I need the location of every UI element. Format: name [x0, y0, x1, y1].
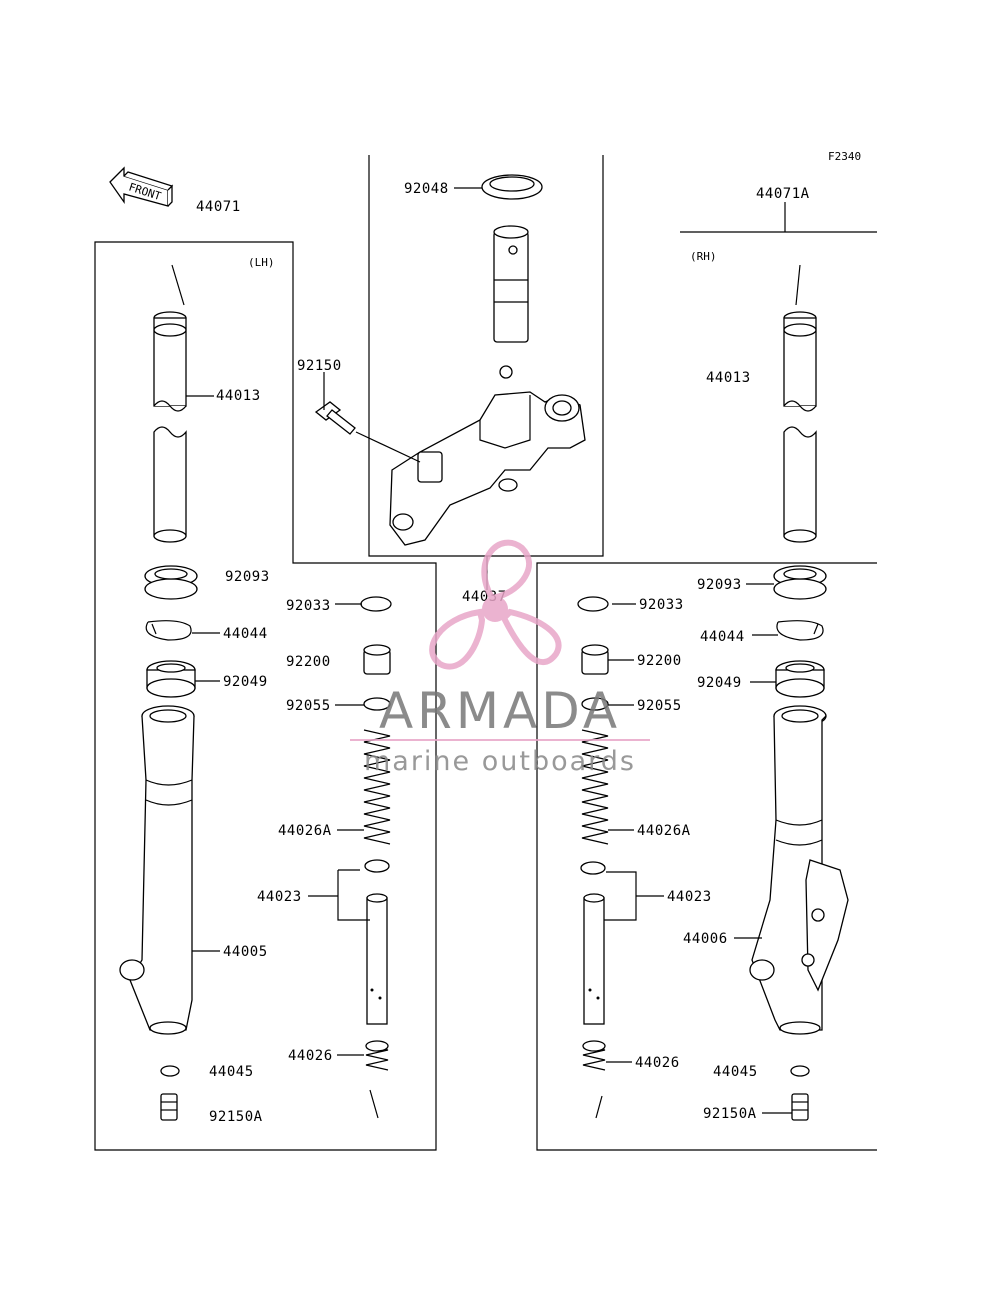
part-label-92150: 92150	[297, 358, 342, 374]
lh-part-label-44013: 44013	[216, 388, 261, 404]
watermark-tagline: marine outboards	[364, 746, 636, 777]
lh-part-label-92093: 92093	[225, 569, 270, 585]
steering-stem-assembly	[314, 174, 586, 546]
rh-part-label-44026: 44026	[635, 1055, 680, 1071]
lh-part-label-92055: 92055	[286, 698, 331, 714]
lh-part-label-44026: 44026	[288, 1048, 333, 1064]
lh-part-label-44045: 44045	[209, 1064, 254, 1080]
armada-watermark: ARMADA marine outboards	[350, 539, 650, 777]
rh-part-label-44013: 44013	[706, 370, 751, 386]
lh-side-label: (LH)	[248, 256, 275, 269]
part-label-44071: 44071	[196, 199, 241, 215]
rh-part-label-92150a: 92150A	[703, 1106, 757, 1122]
lh-part-label-44023: 44023	[257, 889, 302, 905]
rh-part-label-44023: 44023	[667, 889, 712, 905]
leader-lines	[186, 187, 792, 1114]
figure-code: F2340	[828, 150, 861, 163]
lh-part-label-44005: 44005	[223, 944, 268, 960]
rh-part-label-92049: 92049	[697, 675, 742, 691]
lh-part-label-92150a: 92150A	[209, 1109, 263, 1125]
front-arrow-icon: FRONT	[109, 166, 174, 207]
lh-part-label-44026a: 44026A	[278, 823, 332, 839]
lh-part-label-44044: 44044	[223, 626, 268, 642]
watermark-brand: ARMADA	[379, 682, 621, 740]
rh-part-label-44006: 44006	[683, 931, 728, 947]
rh-part-label-44026a: 44026A	[637, 823, 691, 839]
rh-part-label-44044: 44044	[700, 629, 745, 645]
rh-part-label-92055: 92055	[637, 698, 682, 714]
rh-part-label-92033: 92033	[639, 597, 684, 613]
lh-fork-assembly	[119, 264, 392, 1121]
rh-fork-box	[536, 562, 877, 1151]
lh-part-label-92033: 92033	[286, 598, 331, 614]
lh-part-label-92200: 92200	[286, 654, 331, 670]
rh-part-label-92200: 92200	[637, 653, 682, 669]
lh-part-label-92049: 92049	[223, 674, 268, 690]
rh-part-label-92093: 92093	[697, 577, 742, 593]
rh-part-label-44045: 44045	[713, 1064, 758, 1080]
rh-fork-assembly	[577, 264, 849, 1121]
lh-fork-box	[94, 241, 437, 1151]
rh-side-label: (RH)	[690, 250, 717, 263]
part-label-44071a: 44071A	[756, 186, 810, 202]
part-label-92048: 92048	[404, 181, 449, 197]
propeller-logo-icon	[429, 539, 562, 670]
